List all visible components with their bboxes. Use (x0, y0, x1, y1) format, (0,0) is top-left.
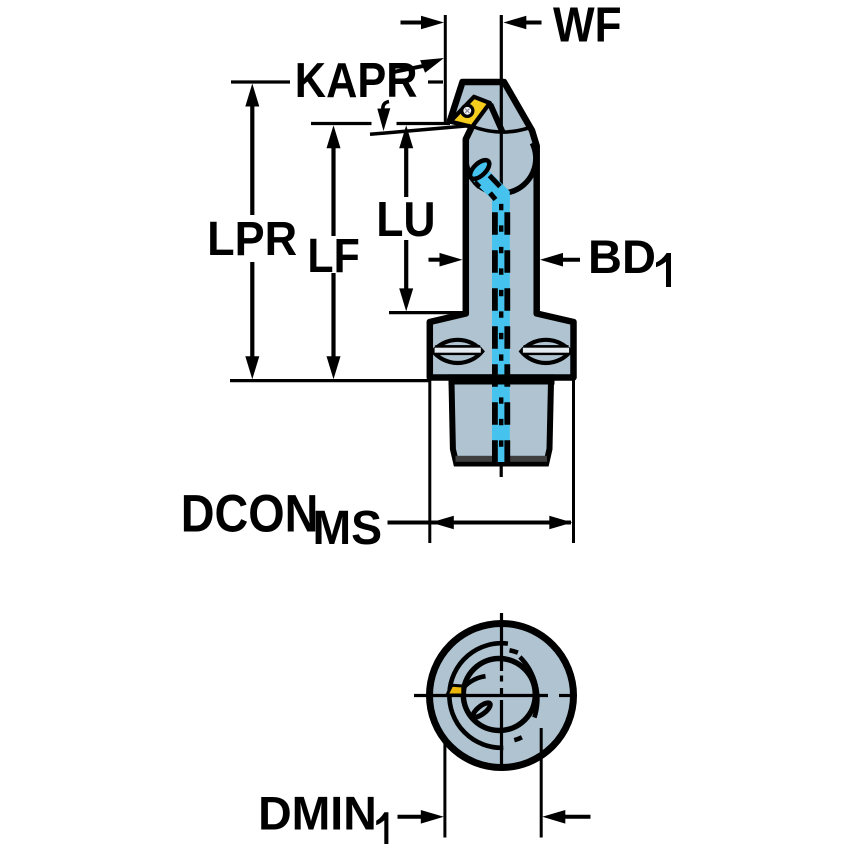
svg-text:MS: MS (313, 501, 383, 555)
svg-text:KAPR: KAPR (295, 52, 418, 107)
svg-text:DMIN: DMIN (258, 787, 377, 839)
svg-text:BD: BD (588, 230, 656, 283)
svg-text:LF: LF (307, 229, 359, 283)
svg-text:LU: LU (376, 192, 435, 246)
svg-text:LPR: LPR (207, 212, 297, 266)
svg-text:DCON: DCON (181, 484, 319, 543)
svg-text:WF: WF (553, 0, 622, 52)
